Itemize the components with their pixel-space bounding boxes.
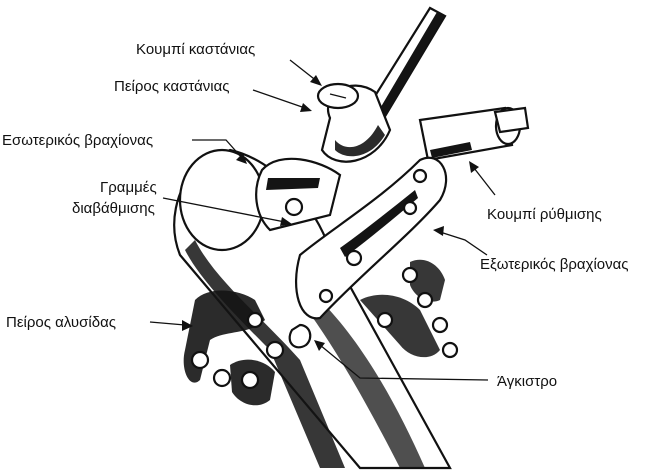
- label-chain-pin: Πείρος αλυσίδας: [6, 314, 116, 331]
- leader-adjust-knob: [469, 161, 495, 195]
- leader-outer-arm: [433, 226, 487, 255]
- label-adjust-knob: Κουμπί ρύθμισης: [487, 206, 602, 223]
- adjusting-knob-illustration: [420, 108, 528, 160]
- ratchet-knob-illustration: [318, 84, 358, 108]
- label-ratchet-pin: Πείρος καστάνιας: [114, 78, 230, 95]
- label-outer-arm: Εξωτερικός βραχίονας: [480, 256, 629, 273]
- label-graduation-lines-2: διαβάθμισης: [72, 200, 155, 217]
- leader-ratchet-knob: [290, 60, 322, 86]
- label-graduation-lines-1: Γραμμές: [100, 179, 157, 196]
- leader-chain-pin: [150, 320, 193, 331]
- label-inner-arm: Εσωτερικός βραχίονας: [2, 132, 153, 149]
- label-hook: Άγκιστρο: [497, 373, 557, 390]
- label-ratchet-knob: Κουμπί καστάνιας: [136, 41, 255, 58]
- leader-ratchet-pin: [253, 90, 312, 112]
